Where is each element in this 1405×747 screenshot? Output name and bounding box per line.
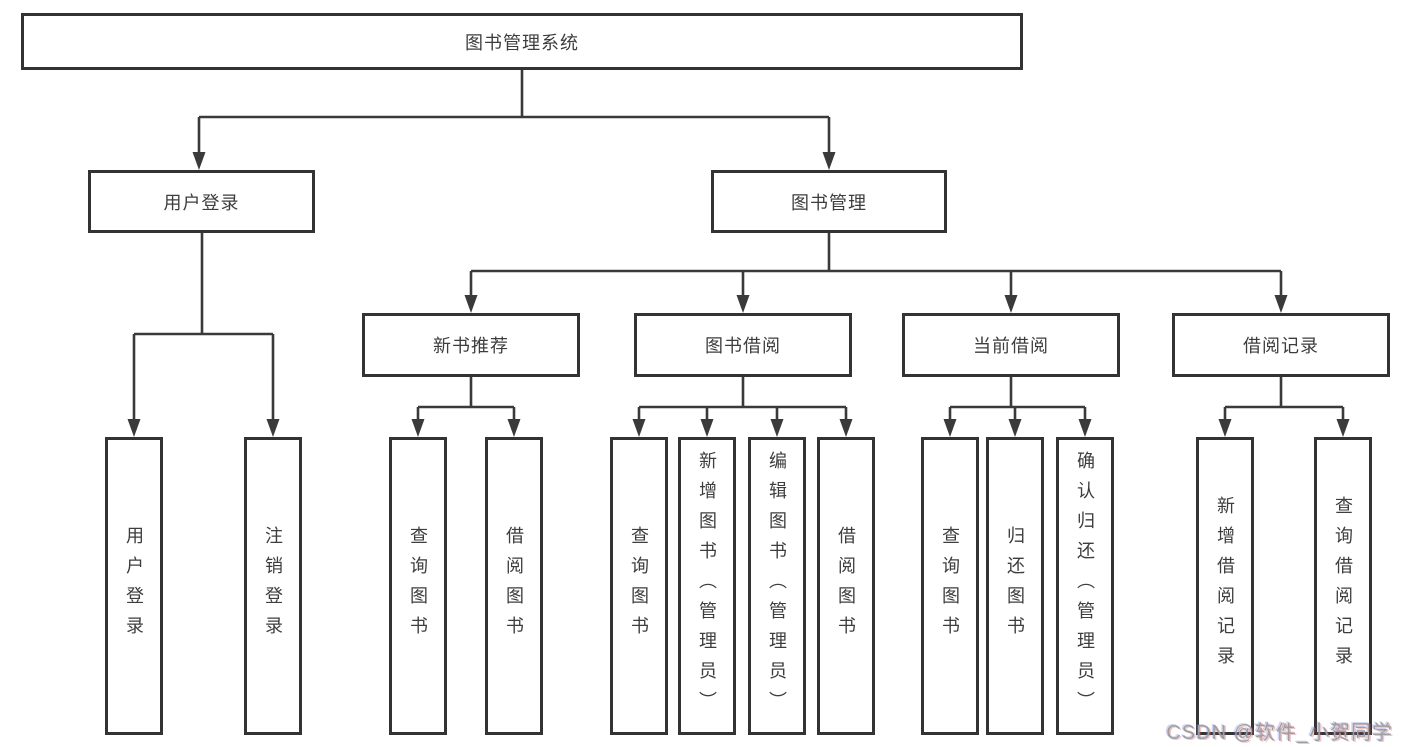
leaf-query-books-current: 查询图书 xyxy=(921,437,979,735)
leaf-logout-login: 注销登录 xyxy=(244,437,302,735)
leaf-query-books-borrowing: 查询图书 xyxy=(610,437,668,735)
leaf-user-login: 用户登录 xyxy=(105,437,163,735)
node-borrowing-records: 借阅记录 xyxy=(1172,313,1390,377)
leaf-borrow-books-borrowing: 借阅图书 xyxy=(817,437,875,735)
leaf-return-books: 归还图书 xyxy=(986,437,1044,735)
node-new-book-recommend: 新书推荐 xyxy=(362,313,580,377)
node-current-borrowing: 当前借阅 xyxy=(902,313,1120,377)
node-book-management: 图书管理 xyxy=(711,170,947,233)
node-root-system: 图书管理系统 xyxy=(21,13,1023,70)
csdn-watermark: CSDN @软件_小贺同学 xyxy=(1166,722,1393,744)
arrowheads xyxy=(127,152,1350,437)
leaf-query-books-recommend: 查询图书 xyxy=(389,437,447,735)
node-user-login: 用户登录 xyxy=(88,170,315,233)
leaf-confirm-return-admin: 确认归还（管理员） xyxy=(1056,437,1114,735)
node-book-borrowing: 图书借阅 xyxy=(634,313,852,377)
leaf-edit-books-admin: 编辑图书（管理员） xyxy=(748,437,806,735)
leaf-add-books-admin: 新增图书（管理员） xyxy=(678,437,736,735)
leaf-add-borrow-record: 新增借阅记录 xyxy=(1196,437,1254,735)
leaf-query-borrow-record: 查询借阅记录 xyxy=(1314,437,1372,735)
leaf-borrow-books-recommend: 借阅图书 xyxy=(485,437,543,735)
